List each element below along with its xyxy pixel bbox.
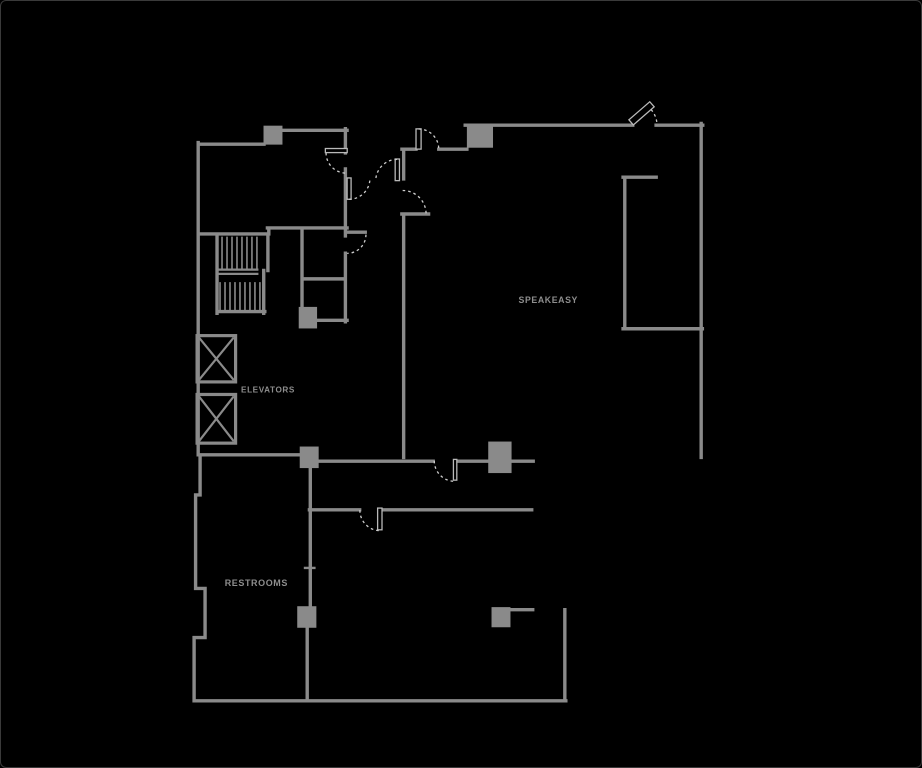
door-swing-arc: [418, 128, 440, 150]
structural-columns: [263, 125, 512, 628]
elevator-x-icon: [198, 395, 235, 443]
door-swing-arc: [433, 460, 455, 482]
speakeasy-label: SPEAKEASY: [519, 295, 578, 305]
door-swing-arc: [349, 178, 371, 200]
door-leaf: [376, 507, 383, 531]
stair-treads-upper: [221, 236, 258, 269]
door-leaf: [400, 212, 431, 216]
bar-counter: [621, 175, 705, 331]
column: [491, 607, 511, 628]
stair-landing: [217, 268, 259, 275]
room-labels: SPEAKEASY ELEVATORS RESTROOMS: [225, 295, 578, 588]
door-swing-arc: [325, 152, 347, 174]
stair-treads-lower: [219, 282, 261, 312]
column: [488, 441, 512, 474]
column: [297, 606, 317, 628]
wall-lines: [192, 121, 705, 703]
walls: [192, 121, 705, 703]
elevator-shafts: [195, 334, 238, 445]
doors: [324, 100, 658, 532]
door-swing-arc: [347, 234, 367, 254]
column: [299, 446, 319, 469]
elevator-shaft: [195, 392, 238, 445]
door-leaf: [324, 147, 348, 154]
elevator-shaft: [195, 334, 238, 384]
stairwell: [217, 236, 261, 312]
elevator-x-icon: [198, 336, 235, 381]
door-leaf: [452, 458, 458, 481]
door-swing-arc: [402, 189, 427, 214]
bar-counter-lines: [621, 175, 705, 331]
door-leaf: [346, 177, 352, 200]
column: [298, 306, 318, 329]
door-leaf: [394, 158, 401, 182]
corner-door-arc: [650, 109, 658, 126]
corner-door-leaf: [627, 100, 656, 126]
door-swing-arc: [359, 510, 380, 532]
door-leaf: [415, 128, 422, 150]
restrooms-label: RESTROOMS: [225, 578, 288, 588]
column: [263, 125, 283, 145]
door-swing-arc: [375, 158, 397, 181]
elevators-label: ELEVATORS: [241, 386, 295, 395]
column: [466, 126, 494, 148]
